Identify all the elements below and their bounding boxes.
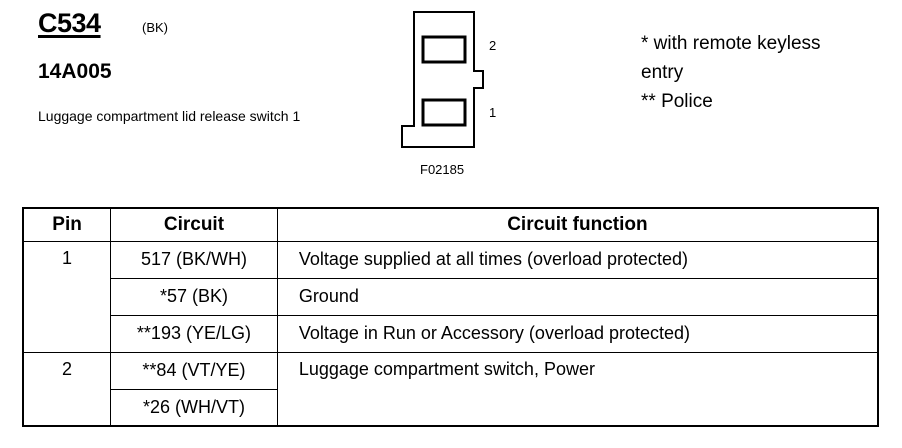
circuit-cell: *57 (BK) — [110, 277, 278, 316]
connector-face-drawing — [401, 11, 484, 148]
table-row: *26 (WH/VT) — [23, 388, 878, 427]
circuit-cell: 517 (BK/WH) — [110, 240, 278, 279]
header-pin: Pin — [22, 207, 112, 242]
header-circuit: Circuit — [110, 207, 278, 242]
function-cell: Ground — [276, 277, 879, 316]
table-row: **193 (YE/LG) Voltage in Run or Accessor… — [23, 314, 879, 353]
connector-id: C534 — [38, 8, 101, 38]
connector-diagram: 2 1 — [396, 8, 516, 160]
header-function: Circuit function — [276, 207, 879, 242]
pin-table: Pin Circuit Circuit function 1 517 (BK/W… — [22, 207, 879, 427]
function-cell: Luggage compartment switch, Power — [276, 351, 879, 427]
note-police: ** Police — [641, 91, 713, 112]
component-description: Luggage compartment lid release switch 1 — [38, 108, 301, 124]
pin-1-label: 1 — [489, 105, 497, 120]
table-row: 2 **84 (VT/YE) Luggage compartment switc… — [22, 351, 879, 427]
table-row: *57 (BK) Ground — [23, 277, 879, 316]
note-keyless-cont: entry — [641, 62, 684, 83]
pin-cell: 1 — [22, 240, 112, 353]
connector-housing-outline — [401, 11, 484, 148]
figure-id: F02185 — [420, 162, 465, 177]
circuit-cell: **84 (VT/YE) — [110, 351, 278, 390]
pin-2-label: 2 — [489, 38, 497, 53]
function-cell: Voltage in Run or Accessory (overload pr… — [276, 314, 879, 353]
circuit-cell: *26 (WH/VT) — [110, 388, 278, 427]
color-code: (BK) — [142, 20, 168, 35]
cavity-pin-1 — [421, 98, 467, 127]
table-row: 1 517 (BK/WH) Voltage supplied at all ti… — [22, 240, 879, 353]
notes: * with remote keyless entry ** Police — [641, 29, 821, 116]
function-cell: Voltage supplied at all times (overload … — [276, 240, 879, 279]
table-header-row: Pin Circuit Circuit function — [22, 207, 879, 242]
note-keyless: * with remote keyless — [641, 33, 821, 54]
cavity-pin-2 — [421, 35, 467, 64]
circuit-cell: **193 (YE/LG) — [110, 314, 278, 353]
pin-cell: 2 — [22, 351, 112, 427]
part-number: 14A005 — [38, 60, 112, 83]
